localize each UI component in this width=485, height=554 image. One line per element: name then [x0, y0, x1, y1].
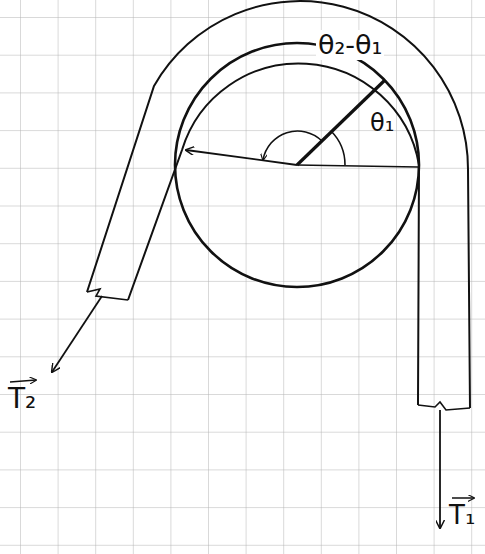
- belt-outer-edge: [87, 1, 470, 408]
- belt-cut-end: [87, 289, 128, 300]
- reference-radius: [297, 165, 418, 167]
- tension-label: T₂: [6, 384, 38, 415]
- angle-label: θ₂-θ₁: [316, 30, 384, 60]
- angle-label: θ₁: [368, 110, 396, 136]
- belt-inner-edge: [128, 63, 419, 405]
- tension-arrow: [52, 296, 102, 372]
- vector-overbar: [10, 380, 36, 382]
- tension-arrow: [439, 410, 441, 528]
- belt-cut-end: [418, 402, 470, 410]
- tension-label: T₁: [447, 501, 477, 530]
- pulley-wheel: [175, 43, 419, 287]
- angle-arc: [263, 131, 322, 160]
- vector-overbar: [452, 497, 474, 499]
- angle-arc: [331, 131, 345, 165]
- contact-radius-arrow: [186, 150, 297, 165]
